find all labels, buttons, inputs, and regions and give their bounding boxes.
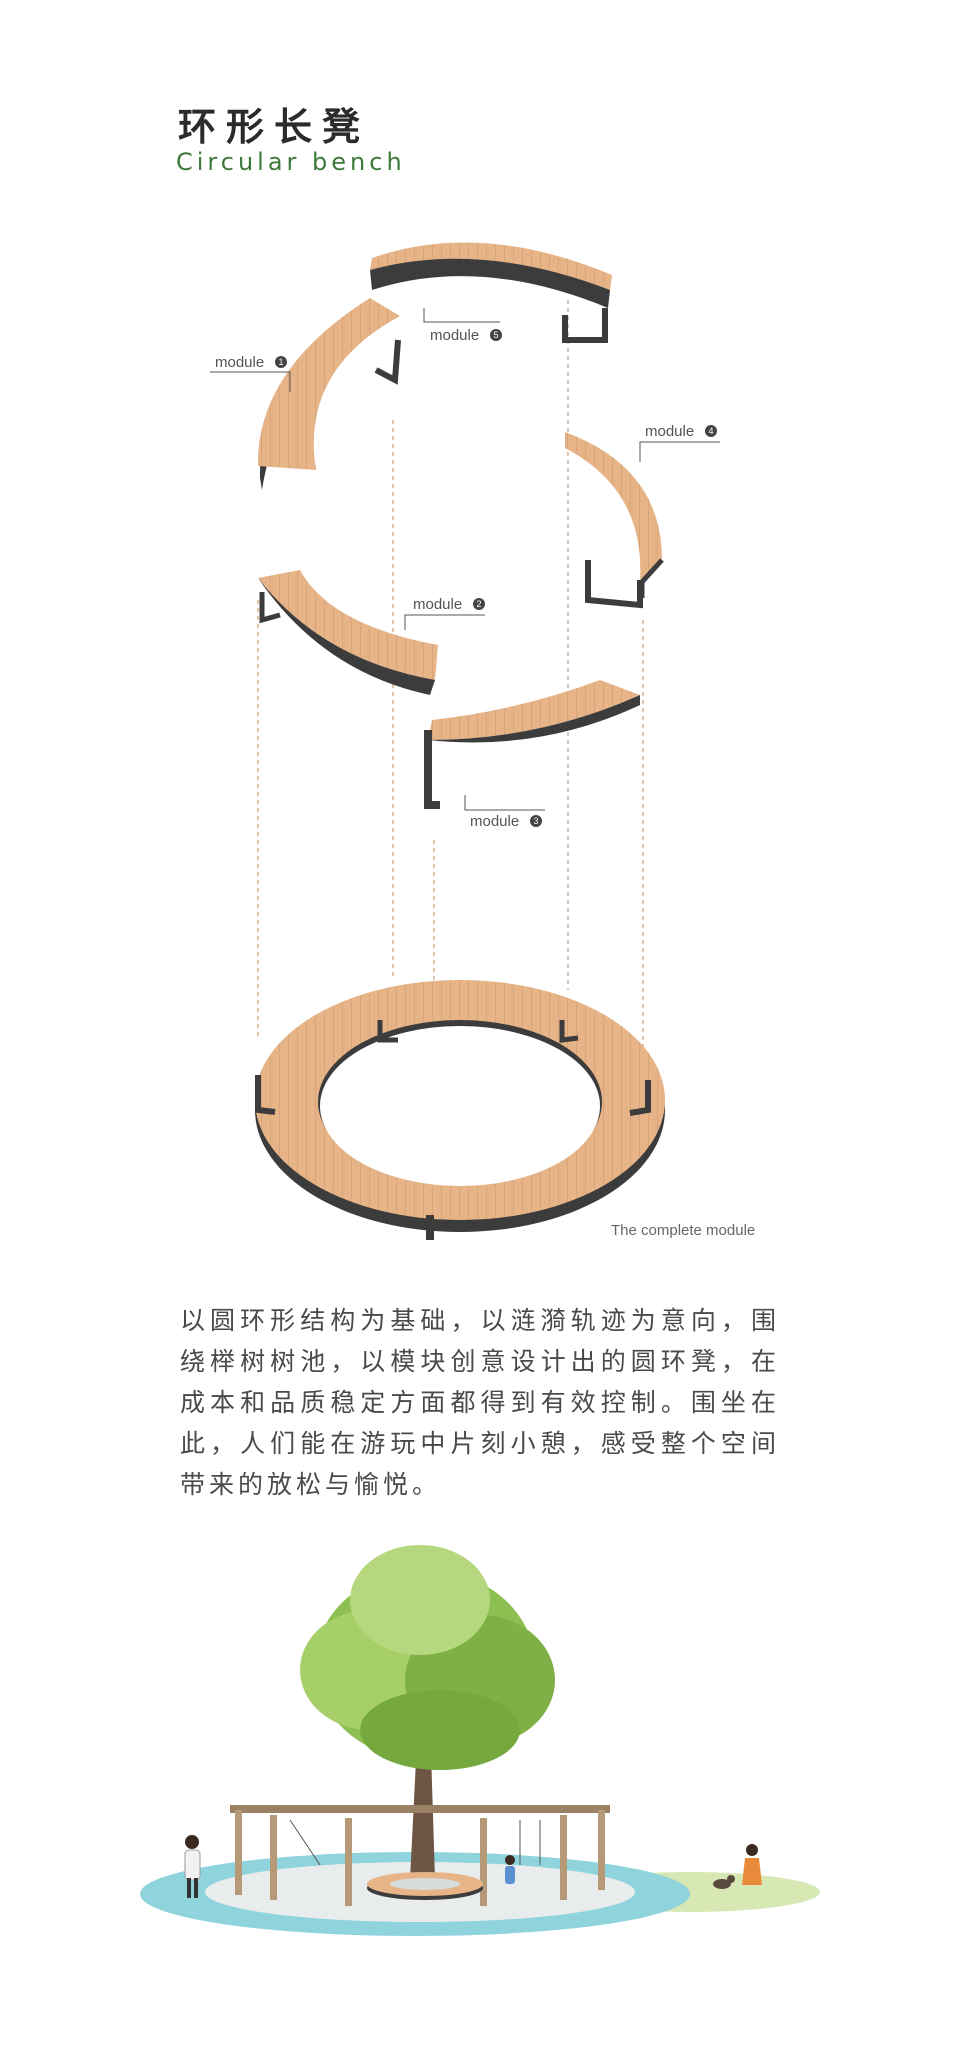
module-2-callout: module 2 xyxy=(404,596,485,630)
page-title: 环形长凳 xyxy=(178,105,371,149)
person-left xyxy=(184,1835,201,1898)
module-5-badge: 5 xyxy=(493,330,498,340)
module-5-segment xyxy=(370,242,612,343)
module-5-label: module xyxy=(430,327,479,344)
playground-illustration xyxy=(140,1545,820,1936)
module-1-segment xyxy=(257,298,401,490)
module-4-callout: module 4 xyxy=(639,423,720,462)
complete-ring-bench xyxy=(255,980,665,1240)
module-2-label: module xyxy=(413,596,462,613)
module-3-callout: module 3 xyxy=(464,795,545,830)
module-3-segment xyxy=(424,680,640,809)
description-paragraph: 以圆环形结构为基础，以涟漪轨迹为意向，围绕榉树树池，以模块创意设计出的圆环凳，在… xyxy=(180,1306,780,1499)
pergola-frame xyxy=(230,1805,610,1906)
module-4-badge: 4 xyxy=(708,426,713,436)
module-1-label: module xyxy=(215,354,264,371)
module-4-label: module xyxy=(645,423,694,440)
module-4-segment xyxy=(565,432,664,609)
module-3-badge: 3 xyxy=(533,816,538,826)
module-2-segment xyxy=(258,570,438,695)
module-5-callout: module 5 xyxy=(423,308,502,344)
dog xyxy=(713,1875,735,1889)
page-subtitle: Circular bench xyxy=(176,148,406,176)
module-3-label: module xyxy=(470,813,519,830)
complete-module-label: The complete module xyxy=(611,1222,756,1239)
person-right xyxy=(742,1844,762,1885)
round-bench xyxy=(367,1872,483,1900)
person-child xyxy=(505,1855,515,1884)
module-1-callout: module 1 xyxy=(210,354,291,392)
exploded-bench-diagram: module 5 module 1 module 4 module 2 xyxy=(210,242,720,1240)
module-1-badge: 1 xyxy=(278,357,283,367)
module-2-badge: 2 xyxy=(476,599,481,609)
tree xyxy=(300,1545,555,1880)
